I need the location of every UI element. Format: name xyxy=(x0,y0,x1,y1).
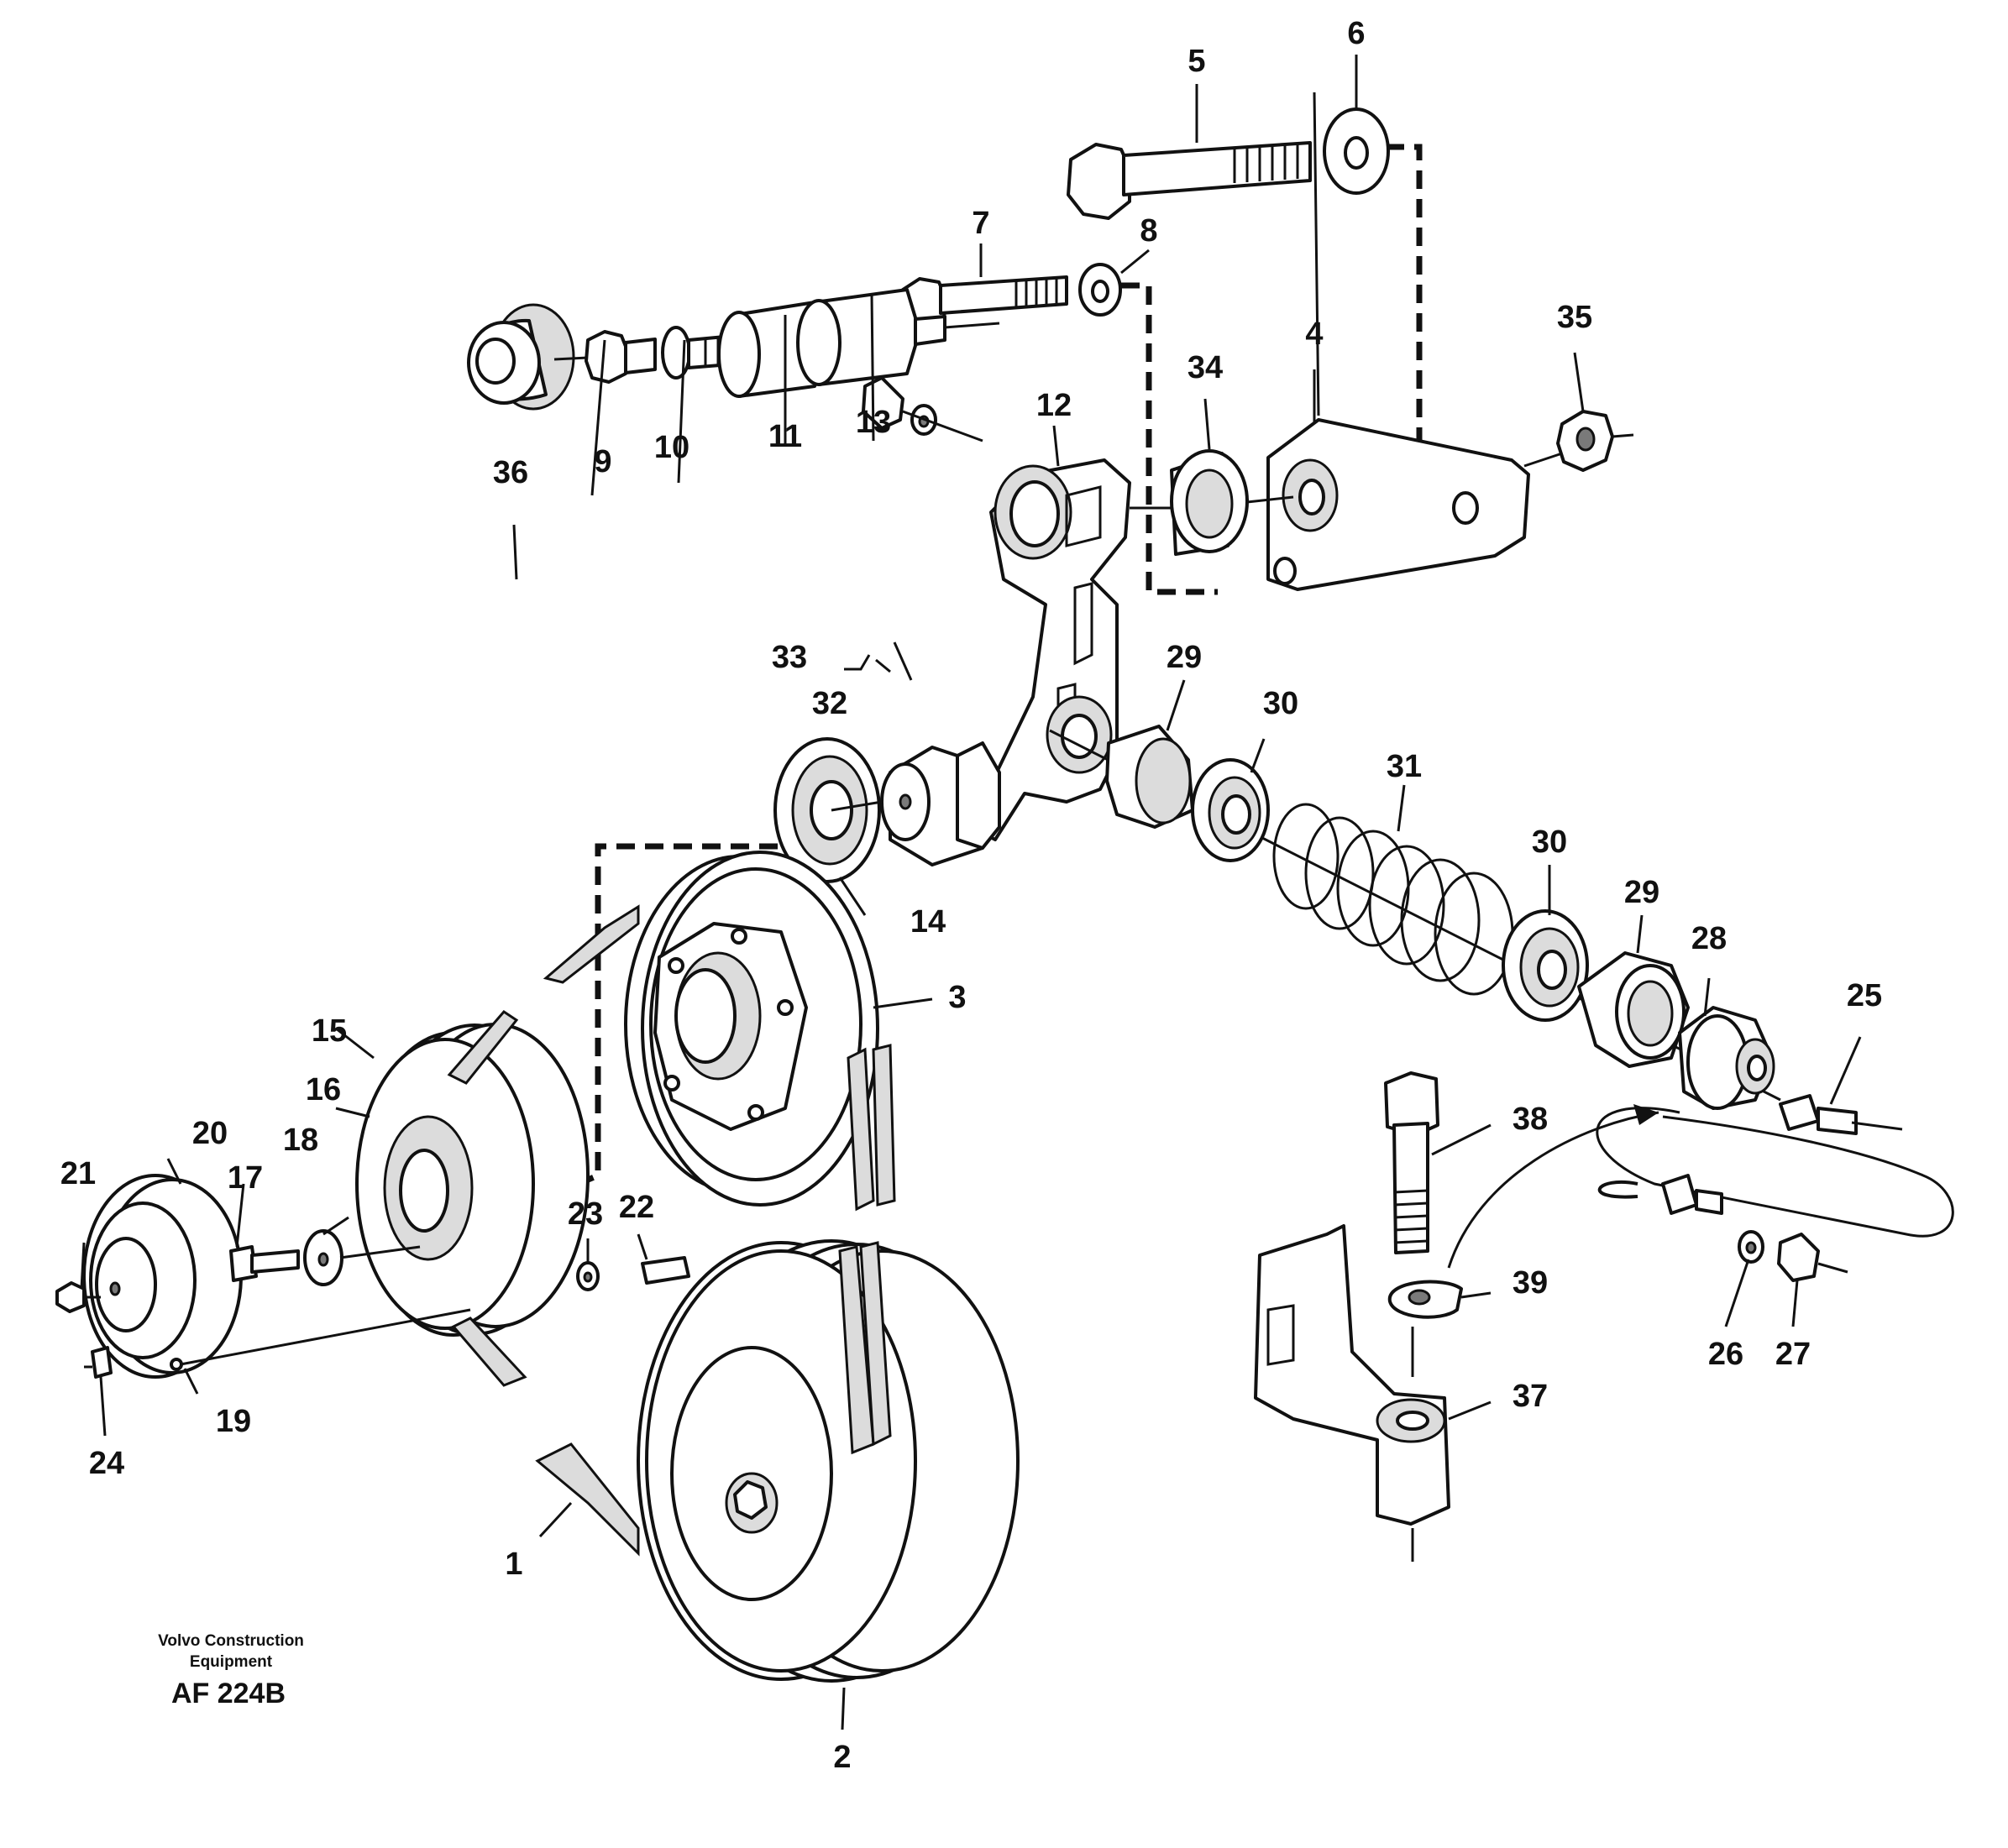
callout-21: 21 xyxy=(60,1156,96,1191)
callout-30-b: 30 xyxy=(1532,825,1567,860)
bolt-part-5 xyxy=(1067,141,1312,220)
figure-code: AF 224B xyxy=(171,1678,286,1709)
washer-part-39 xyxy=(1387,1280,1463,1319)
washer-part-18 xyxy=(303,1229,421,1286)
callout-20: 20 xyxy=(192,1116,228,1151)
callout-32: 32 xyxy=(812,686,847,721)
callout-9: 9 xyxy=(594,444,611,479)
callout-3: 3 xyxy=(948,980,966,1015)
leader-lines xyxy=(80,55,1862,1730)
callout-12: 12 xyxy=(1036,388,1072,423)
callout-11: 11 xyxy=(768,419,802,454)
callout-34: 34 xyxy=(1187,350,1223,385)
callout-31: 31 xyxy=(1387,749,1422,784)
callout-1: 1 xyxy=(505,1547,522,1582)
callout-15: 15 xyxy=(312,1013,347,1049)
credit-block: Volvo Construction Equipment AF 224B xyxy=(158,1632,304,1709)
washer-part-23 xyxy=(576,1261,600,1291)
bolt-part-17 xyxy=(229,1245,300,1282)
bolt-part-9 xyxy=(585,330,657,384)
bracket-plate-part-4 xyxy=(1266,418,1563,591)
callout-4: 4 xyxy=(1305,317,1323,352)
callout-22: 22 xyxy=(619,1190,654,1225)
cap-part-36 xyxy=(467,303,575,411)
callout-29-b: 29 xyxy=(1624,875,1659,910)
callout-2: 2 xyxy=(833,1740,851,1775)
callout-24: 24 xyxy=(89,1446,124,1481)
clip-part-24 xyxy=(84,1346,113,1379)
sensor-cable xyxy=(1447,1094,1954,1282)
callout-7: 7 xyxy=(972,206,989,241)
tensioner-arm-part-12 xyxy=(968,458,1131,841)
pulley-part-3 xyxy=(543,851,896,1212)
callout-16: 16 xyxy=(306,1072,341,1107)
bracket-part-37 xyxy=(1254,1224,1450,1562)
callout-18: 18 xyxy=(283,1123,318,1158)
pulley-part-2 xyxy=(535,1239,1020,1683)
bushing-part-34 xyxy=(1130,449,1294,556)
bushing-part-14b xyxy=(831,741,1001,866)
washer-part-8 xyxy=(1078,263,1122,317)
pulley-part-15 xyxy=(355,1010,590,1387)
callout-5: 5 xyxy=(1187,44,1205,79)
callout-38: 38 xyxy=(1513,1102,1548,1137)
hub-part-20 xyxy=(82,1174,243,1379)
callout-14: 14 xyxy=(910,904,946,940)
callout-17: 17 xyxy=(228,1160,263,1196)
washer-part-6 xyxy=(1323,107,1390,195)
lock-plate-part-19 xyxy=(170,1308,471,1371)
seal-part-14 xyxy=(773,737,881,883)
callout-37: 37 xyxy=(1513,1379,1548,1414)
nut-part-35 xyxy=(1556,410,1634,472)
callout-29-a: 29 xyxy=(1167,640,1202,675)
callout-28: 28 xyxy=(1691,921,1727,956)
callout-8: 8 xyxy=(1140,213,1157,249)
sleeve-part-13 xyxy=(553,288,1000,386)
callout-26: 26 xyxy=(1708,1337,1743,1372)
credit-line-1: Volvo Construction xyxy=(158,1632,304,1650)
callout-10: 10 xyxy=(654,430,689,465)
callout-6: 6 xyxy=(1347,16,1365,51)
screw-part-22 xyxy=(641,1256,690,1285)
screw-part-21 xyxy=(55,1281,101,1313)
callout-36: 36 xyxy=(493,455,528,490)
credit-line-2: Equipment xyxy=(190,1653,273,1671)
callout-13: 13 xyxy=(856,405,891,440)
callout-23: 23 xyxy=(568,1196,603,1232)
callout-39: 39 xyxy=(1513,1265,1548,1301)
callout-30-a: 30 xyxy=(1263,686,1298,721)
washer-part-32 xyxy=(902,404,983,442)
callout-25: 25 xyxy=(1847,978,1882,1013)
callout-35: 35 xyxy=(1557,300,1592,335)
bolt-part-38 xyxy=(1384,1071,1439,1254)
callout-33: 33 xyxy=(772,640,807,675)
callout-19: 19 xyxy=(216,1404,251,1439)
callout-labels: 1 2 3 4 5 6 7 8 9 10 11 12 13 14 15 16 1… xyxy=(60,16,1882,1775)
callout-27: 27 xyxy=(1775,1337,1811,1372)
spring-assembly xyxy=(1049,725,1781,1110)
